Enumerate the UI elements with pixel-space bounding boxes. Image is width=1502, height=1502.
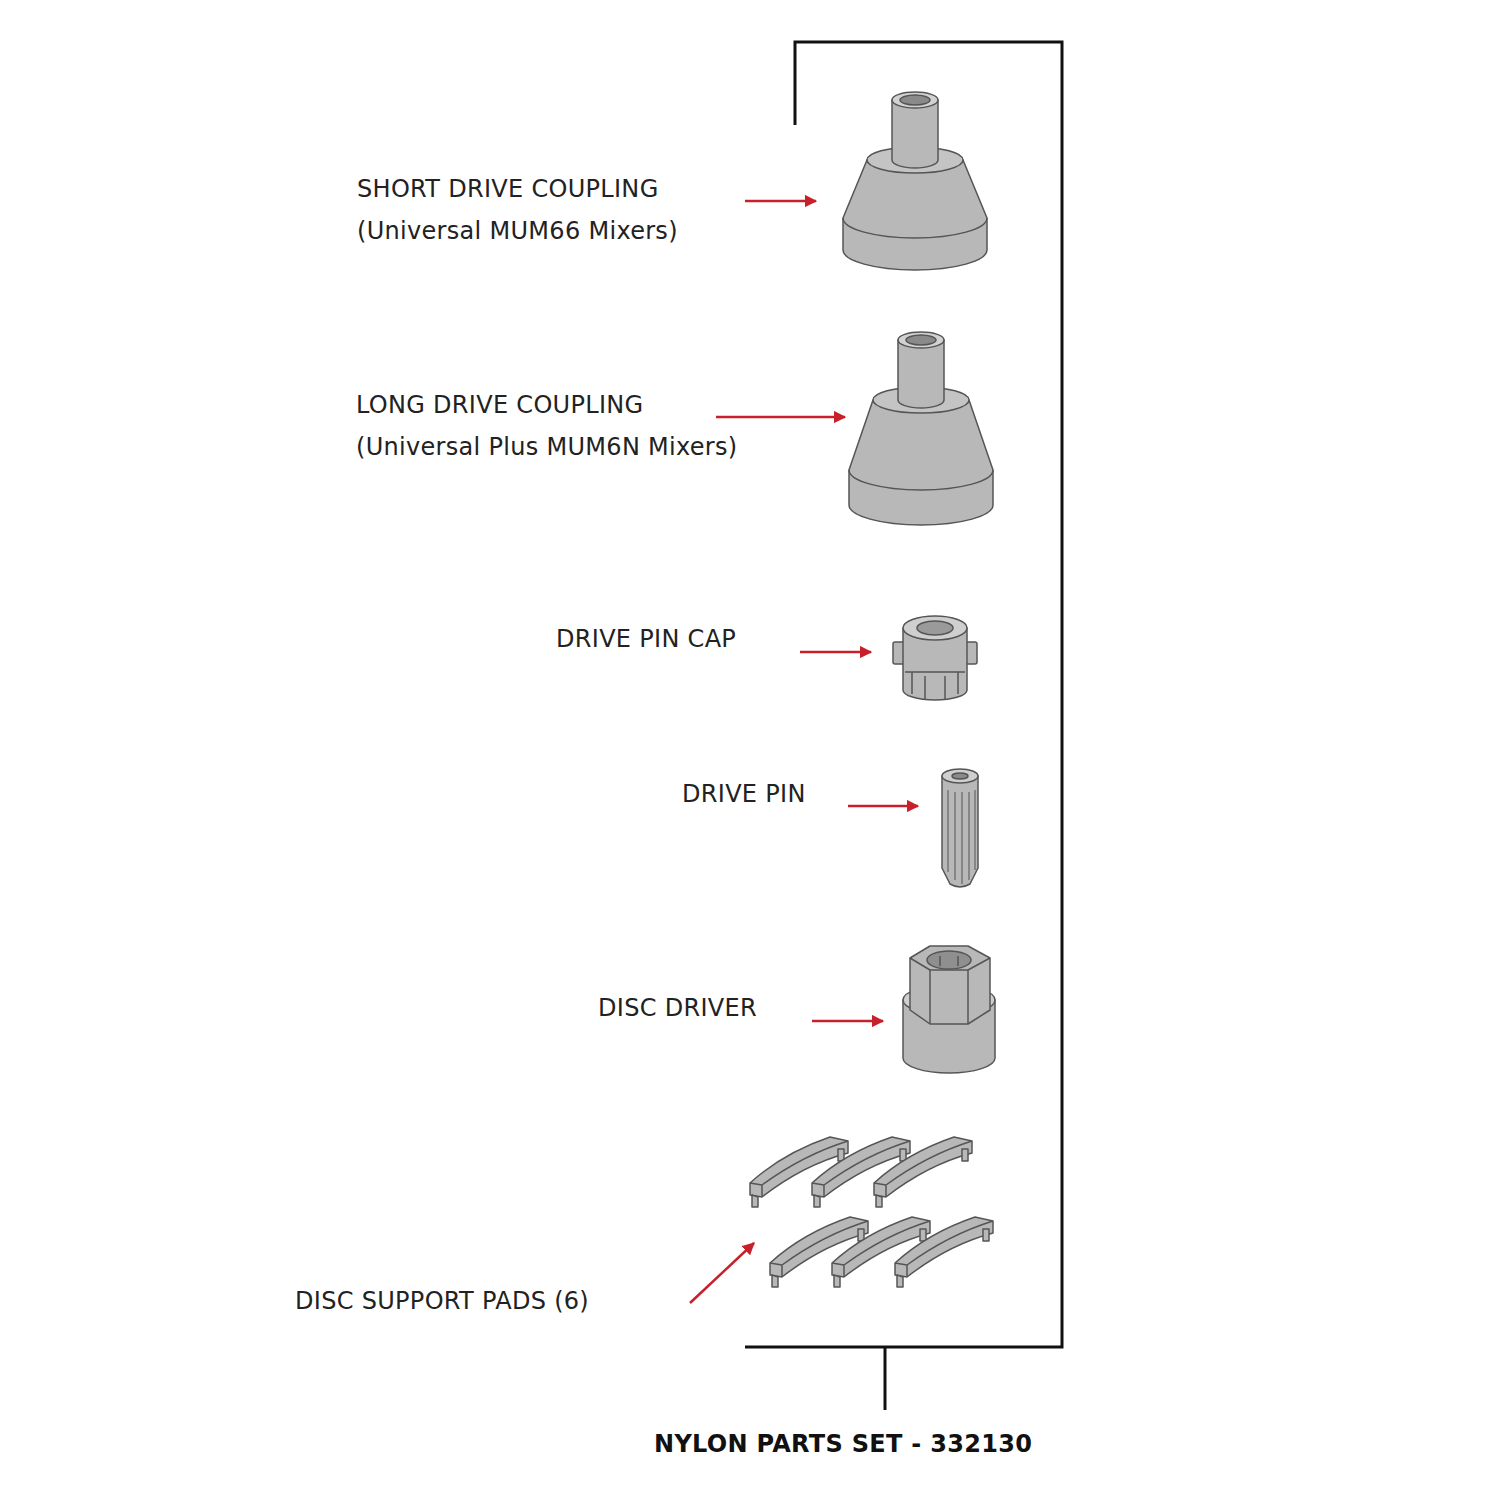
part-name: DISC SUPPORT PADS (6)	[295, 1287, 589, 1316]
bracket	[745, 42, 1062, 1347]
bracket-stem	[884, 1347, 887, 1410]
parts-drawing	[750, 92, 995, 1287]
drive-pin-cap-figure	[893, 616, 977, 700]
part-note: (Universal Plus MUM6N Mixers)	[356, 433, 738, 462]
drive-coupling-figure	[849, 332, 993, 525]
disc-support-pads-figure	[750, 1137, 993, 1287]
set-caption: NYLON PARTS SET - 332130	[654, 1430, 1032, 1459]
part-name: DRIVE PIN CAP	[556, 625, 736, 654]
disc-driver-figure	[903, 946, 995, 1073]
part-note: (Universal MUM66 Mixers)	[357, 217, 678, 246]
drive-coupling-figure	[843, 92, 987, 270]
part-name: DRIVE PIN	[682, 780, 806, 809]
part-name: SHORT DRIVE COUPLING	[357, 175, 659, 204]
leader-arrows	[690, 201, 918, 1303]
part-name: LONG DRIVE COUPLING	[356, 391, 643, 420]
drive-pin-figure	[942, 769, 978, 887]
part-name: DISC DRIVER	[598, 994, 757, 1023]
